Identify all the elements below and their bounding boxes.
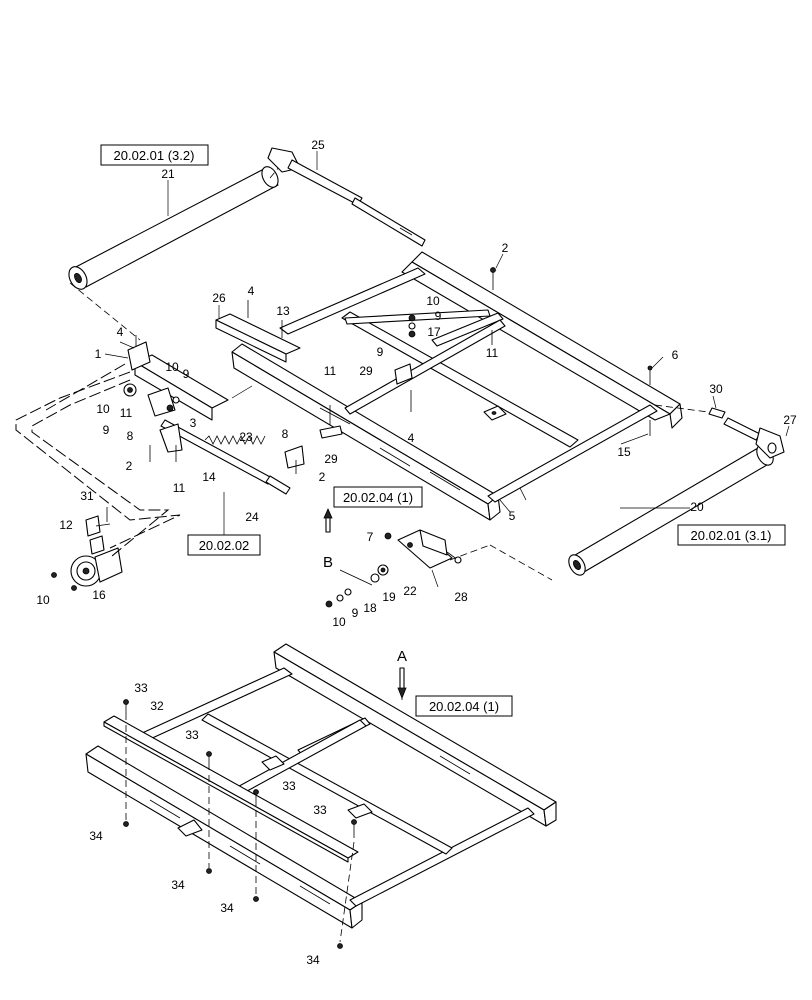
bracket-25 [267, 147, 426, 247]
callout-1: 1 [95, 347, 102, 361]
callout-34: 34 [89, 829, 103, 843]
callout-10: 10 [332, 615, 346, 629]
bracket-26 [215, 313, 301, 363]
callout-23: 23 [239, 430, 253, 444]
callout-19: 19 [382, 590, 396, 604]
callout-33: 33 [313, 803, 327, 817]
ref-box-frame-top[interactable]: 20.02.04 (1) [333, 486, 423, 508]
callout-2: 2 [126, 459, 133, 473]
view-arrow-a [397, 667, 407, 700]
callout-33: 33 [134, 681, 148, 695]
spring-assembly [159, 419, 291, 495]
callout-33: 33 [185, 728, 199, 742]
callout-8: 8 [127, 429, 134, 443]
ref-label-21[interactable]: 20.02.01 (3.2) [114, 148, 195, 163]
ref-label-frame-top[interactable]: 20.02.04 (1) [343, 490, 413, 505]
callout-7: 7 [367, 530, 374, 544]
frame-lower [85, 643, 557, 929]
callout-30: 30 [709, 382, 723, 396]
callout-31: 31 [80, 489, 94, 503]
callout-33: 33 [282, 779, 296, 793]
callout-9: 9 [103, 423, 110, 437]
roller-21 [68, 166, 279, 290]
callout-11: 11 [324, 364, 337, 378]
callout-22: 22 [403, 584, 417, 598]
tension-bracket [123, 354, 229, 421]
callout-3: 3 [190, 416, 197, 430]
callout-4: 4 [248, 284, 255, 298]
strap-32 [103, 715, 359, 863]
callout-10: 10 [165, 360, 179, 374]
callout-10: 10 [96, 402, 110, 416]
callout-34: 34 [220, 901, 234, 915]
callout-12: 12 [59, 518, 73, 532]
callout-18: 18 [363, 601, 377, 615]
callout-5: 5 [509, 509, 516, 523]
callout-9: 9 [352, 606, 359, 620]
ref-label-20[interactable]: 20.02.01 (3.1) [691, 528, 772, 543]
callout-17: 17 [427, 325, 441, 339]
callout-14: 14 [202, 470, 216, 484]
callouts: 25 21 2 26 4 13 10 9 17 11 6 4 1 10 9 10… [36, 138, 797, 967]
hydraulic-motor-16 [51, 507, 123, 591]
callout-34: 34 [306, 953, 320, 967]
hose-routing [15, 363, 181, 557]
callout-25: 25 [311, 138, 325, 152]
roller-20 [568, 444, 774, 576]
callout-10: 10 [36, 593, 50, 607]
callout-32: 32 [150, 699, 164, 713]
callout-9: 9 [183, 367, 190, 381]
callout-11: 11 [486, 346, 499, 360]
view-arrow-b [323, 508, 333, 533]
callout-9: 9 [377, 345, 384, 359]
callout-6: 6 [672, 348, 679, 362]
callout-2: 2 [319, 470, 326, 484]
callout-29: 29 [359, 364, 373, 378]
bracket-27 [708, 407, 785, 459]
view-label-a: A [397, 648, 407, 665]
callout-13: 13 [276, 304, 290, 318]
callout-29: 29 [324, 452, 338, 466]
bolt-stack [325, 564, 389, 608]
callout-11: 11 [120, 406, 133, 420]
callout-8: 8 [282, 427, 289, 441]
callout-21: 21 [161, 167, 175, 181]
callout-20: 20 [690, 500, 704, 514]
ref-box-tension[interactable]: 20.02.02 [187, 534, 261, 556]
drop-lines [123, 725, 355, 949]
callout-16: 16 [92, 588, 106, 602]
ref-label-frame-bottom[interactable]: 20.02.04 (1) [429, 699, 499, 714]
callout-27: 27 [783, 413, 797, 427]
callout-9: 9 [435, 309, 442, 323]
ref-box-frame-bottom[interactable]: 20.02.04 (1) [415, 695, 513, 717]
ref-box-20[interactable]: 20.02.01 (3.1) [677, 524, 786, 546]
callout-24: 24 [245, 510, 259, 524]
view-label-b: B [323, 554, 333, 571]
frame-upper [231, 251, 683, 521]
callout-2: 2 [502, 241, 509, 255]
callout-28: 28 [454, 590, 468, 604]
callout-26: 26 [212, 291, 226, 305]
callout-15: 15 [617, 445, 631, 459]
callout-11: 11 [173, 481, 186, 495]
ref-box-21[interactable]: 20.02.01 (3.2) [100, 144, 209, 166]
callout-4: 4 [117, 325, 124, 339]
callout-4: 4 [408, 431, 415, 445]
hardware-upper [127, 267, 653, 540]
ref-label-tension[interactable]: 20.02.02 [199, 538, 250, 553]
callout-34: 34 [171, 878, 185, 892]
callout-10: 10 [426, 294, 440, 308]
motor-bracket-28 [397, 529, 462, 569]
leader-lines [95, 151, 790, 588]
